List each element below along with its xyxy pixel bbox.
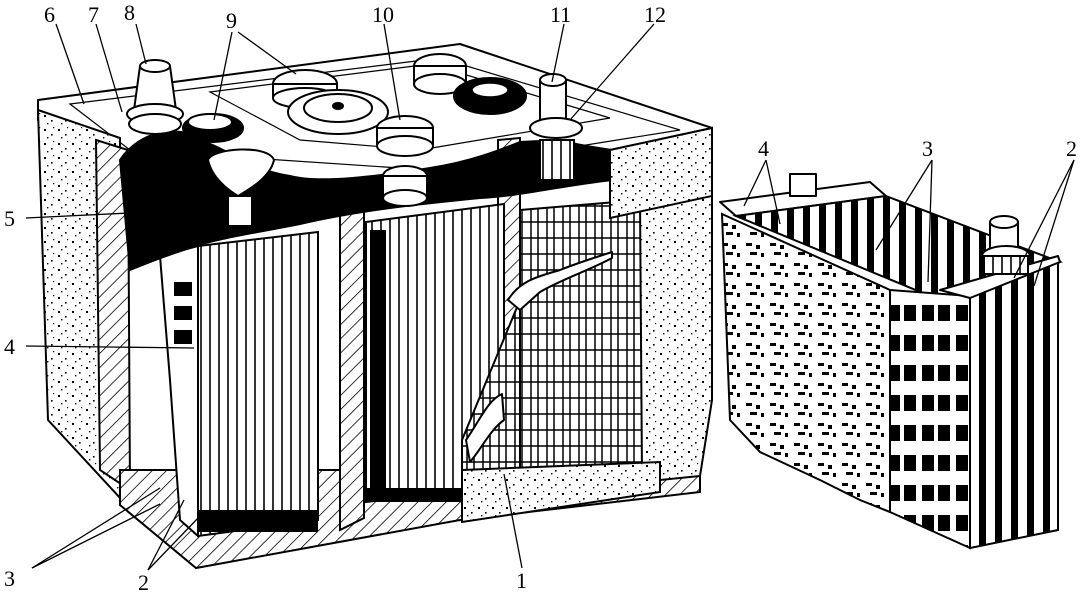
callout-2-left: 2 <box>138 570 149 595</box>
callout-10: 10 <box>372 2 394 27</box>
callout-12: 12 <box>644 2 666 27</box>
callout-labels: 6 7 8 9 10 11 12 5 4 3 2 1 4 3 2 <box>4 0 1077 595</box>
callout-4-left: 4 <box>4 334 15 359</box>
callout-8: 8 <box>124 0 135 25</box>
cell-divider <box>339 194 365 532</box>
terminal-post-right <box>529 73 583 181</box>
callout-7: 7 <box>88 2 99 27</box>
negative-plate <box>969 260 1059 550</box>
callout-1: 1 <box>516 568 527 593</box>
vent-plug-2 <box>182 113 244 143</box>
separator-plate <box>889 288 971 550</box>
callout-2-right: 2 <box>1066 136 1077 161</box>
callout-11: 11 <box>550 2 571 27</box>
battery-cutaway <box>36 43 713 570</box>
leader-lines <box>25 23 1075 571</box>
sediment-chamber <box>461 460 661 524</box>
grid-plate <box>519 198 644 490</box>
filler-cap <box>287 89 389 135</box>
vent-plug-5 <box>413 53 467 95</box>
vent-plug-black <box>453 77 527 115</box>
callout-9: 9 <box>226 8 237 33</box>
plate-group-left <box>197 230 319 538</box>
plate-terminal-post <box>981 215 1031 275</box>
callout-4-right: 4 <box>758 136 769 161</box>
vent-plug-3 <box>207 148 275 227</box>
plate-group-assembly <box>719 173 1064 550</box>
callout-3-right: 3 <box>922 136 933 161</box>
vent-plug-4 <box>376 115 434 157</box>
vent-plug-6 <box>382 165 428 207</box>
callout-3-left: 3 <box>4 566 15 591</box>
callout-5: 5 <box>4 206 15 231</box>
callout-6: 6 <box>44 2 55 27</box>
terminal-post-left <box>126 59 184 135</box>
